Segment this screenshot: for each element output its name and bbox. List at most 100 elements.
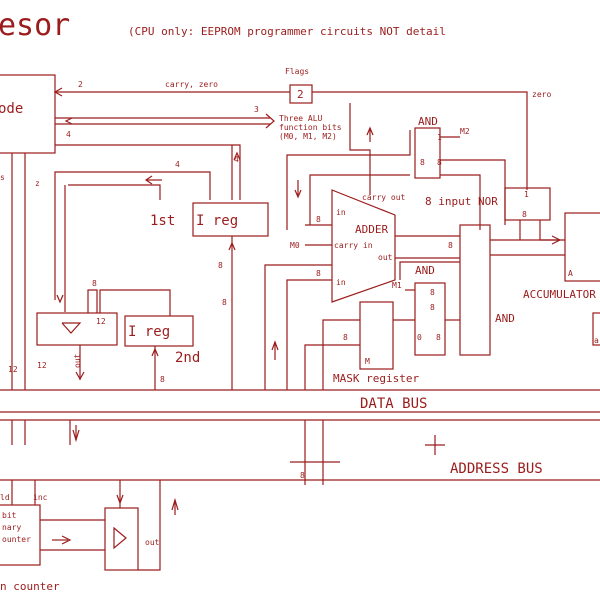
nor-gate: [504, 187, 551, 221]
flags-bits-label: 2: [297, 88, 304, 101]
alu-bits-label-3: (M0, M1, M2): [279, 132, 337, 141]
accumulator-register: [564, 212, 600, 282]
flags-register: [289, 84, 313, 104]
g8a-label: 8: [316, 215, 321, 224]
adder-in-top-label: in: [336, 208, 346, 217]
m0-label: M0: [290, 241, 300, 250]
width-4b-label: 4: [234, 155, 239, 164]
arrow-down-mux: [75, 371, 85, 381]
acc-a-label: A: [568, 269, 573, 278]
width-12a-label: 12: [37, 361, 47, 370]
arrow-down-buf: [116, 494, 124, 505]
program-counter-box: [0, 504, 41, 566]
d8-label: 8: [436, 333, 441, 342]
carry-zero-label: carry, zero: [165, 80, 218, 89]
adder-in-bottom-label: in: [336, 278, 346, 287]
buffer-out-label: out: [145, 538, 160, 547]
g1-label: 1: [437, 133, 442, 142]
width-12b-label: 12: [8, 365, 18, 374]
mask-register: [359, 301, 394, 370]
arrow-down-mux-in: [56, 294, 64, 304]
bus-to-adder-line: [264, 264, 332, 390]
bus-to-adder-line-2: [286, 279, 332, 390]
pc-bit-label: bit: [2, 511, 17, 520]
arrow-up-ireg1: [228, 241, 236, 251]
mux-triangle-icon: [61, 322, 82, 334]
width-8b-label: 8: [160, 375, 165, 384]
alu-bits-label-1: Three ALU: [279, 114, 323, 123]
decoder-to-ireg-line: [55, 144, 241, 200]
nor-8-label: 8: [522, 210, 527, 219]
arrow-right-pc: [61, 535, 72, 545]
mask-8-label: 8: [343, 333, 348, 342]
accumulator-label: ACCUMULATOR: [523, 288, 596, 301]
diagram-subtitle: (CPU only: EEPROM programmer circuits NO…: [128, 25, 446, 38]
buf-out-line: [138, 480, 161, 571]
adder-in-top-loop: [309, 174, 410, 225]
pc-inc-label: inc: [33, 493, 48, 502]
and-top-out-line: [440, 159, 506, 225]
m1-label: M1: [392, 281, 402, 290]
zero-label: zero: [532, 90, 551, 99]
decoder-label: ode: [0, 101, 23, 117]
g8c-label: 8: [420, 158, 425, 167]
mask-label: MASK register: [333, 372, 419, 385]
addr-8-label: 8: [300, 471, 305, 480]
pc-counter-label: ounter: [2, 535, 31, 544]
width-4a-label: 4: [66, 130, 71, 139]
and-mid-label: AND: [415, 264, 435, 277]
and-top-label: AND: [418, 115, 438, 128]
flags-label: Flags: [285, 67, 309, 76]
width-2-label: 2: [78, 80, 83, 89]
instruction-register-2: [124, 315, 194, 347]
carry-out-line: [349, 103, 371, 195]
mux-input-line-2: [68, 184, 161, 200]
g8e-label: 8: [448, 241, 453, 250]
and-top-out-line-2: [440, 174, 481, 230]
zero-flag-line: [312, 91, 528, 190]
arrow-up-ireg: [233, 151, 241, 161]
carry-in-label: carry in: [334, 241, 373, 250]
arrow-right-alu-bits: [265, 113, 275, 129]
buffer-triangle-icon: [113, 526, 127, 550]
and-right-label: AND: [495, 312, 515, 325]
multiplexer-box: [36, 312, 118, 346]
left-z-label: z: [35, 179, 40, 188]
g8d-label: 8: [437, 158, 442, 167]
and-gate-mid: [414, 282, 446, 356]
mux-8-label: 8: [92, 279, 97, 288]
width-4c-label: 4: [175, 160, 180, 169]
alu-bits-label-2: function bits: [279, 123, 342, 132]
and-gate-top: [414, 127, 441, 179]
data-bus-label: DATA BUS: [360, 396, 427, 412]
carry-out-label: carry out: [362, 193, 406, 202]
mux-12-label: 12: [96, 317, 106, 326]
ireg-to-mux-line: [54, 171, 211, 300]
bus-to-mask-line: [322, 319, 360, 390]
width-8c-label: 8: [222, 298, 227, 307]
d0-label: 0: [417, 333, 422, 342]
adder-label: ADDER: [355, 223, 388, 236]
ireg2-label: I reg: [128, 324, 170, 340]
pc-nary-label: nary: [2, 523, 21, 532]
g8f-label: 8: [430, 288, 435, 297]
g8g-label: 8: [430, 303, 435, 312]
mux-feed-line: [87, 289, 98, 313]
nor-label: 8 input NOR: [425, 195, 498, 208]
arrow-right-acc: [551, 235, 562, 245]
ireg2-post-label: 2nd: [175, 350, 200, 366]
g8b-label: 8: [316, 269, 321, 278]
arrow-left-alu: [64, 117, 73, 125]
arrow-down-feedback-head: [294, 189, 302, 199]
and-mid-in-line: [399, 261, 460, 280]
pc-ld-label: ld: [0, 493, 10, 502]
address-buffer: [104, 507, 139, 571]
adder-feedback-line: [286, 130, 411, 230]
width-3-label: 3: [254, 105, 259, 114]
address-bus-label: ADDRESS BUS: [450, 461, 543, 477]
left-s-label: s: [0, 173, 5, 182]
and-gate-right: [459, 224, 491, 356]
instruction-register-1: [192, 202, 269, 237]
ireg1-label: I reg: [196, 213, 238, 229]
